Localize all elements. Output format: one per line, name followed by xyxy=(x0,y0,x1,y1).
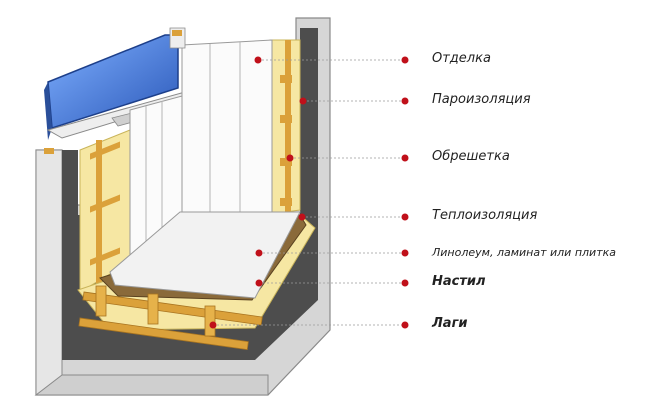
back-wall-insulation xyxy=(270,40,300,214)
marker-vapor-end xyxy=(402,98,409,105)
label-finish: Отделка xyxy=(432,51,491,66)
label-markers xyxy=(402,57,409,329)
marker-decking-start xyxy=(256,280,263,287)
marker-joists-start xyxy=(210,322,217,329)
marker-battens-end xyxy=(402,155,409,162)
label-battens: Обрешетка xyxy=(432,149,510,164)
marker-insulation-end xyxy=(402,214,409,221)
marker-decking-end xyxy=(402,280,409,287)
marker-insulation-start xyxy=(299,214,306,221)
label-joists: Лаги xyxy=(432,316,467,331)
marker-joists-end xyxy=(402,322,409,329)
marker-battens-start xyxy=(287,155,294,162)
marker-finish-end xyxy=(402,57,409,64)
label-decking: Настил xyxy=(432,274,486,289)
marker-vapor-start xyxy=(300,98,307,105)
label-vapor-barrier: Пароизоляция xyxy=(432,92,531,107)
label-flooring: Линолеум, ламинат или плитка xyxy=(432,246,616,259)
marker-flooring-end xyxy=(402,250,409,257)
label-insulation: Теплоизоляция xyxy=(432,208,537,223)
marker-flooring-start xyxy=(256,250,263,257)
marker-finish-start xyxy=(255,57,262,64)
